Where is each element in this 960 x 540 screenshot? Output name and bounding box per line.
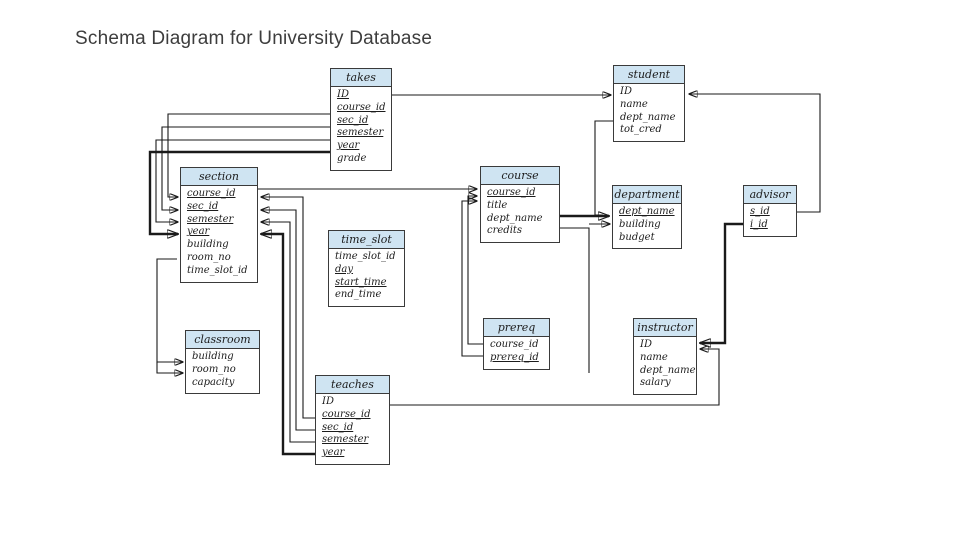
attribute-year: year xyxy=(322,447,345,459)
attribute-room_no: room_no xyxy=(192,363,236,375)
attribute-time_slot_id: time_slot_id xyxy=(187,264,248,276)
rel-instructor-department-stub xyxy=(560,227,590,373)
entity-title: student xyxy=(614,66,684,84)
entity-title: department xyxy=(613,186,681,204)
attribute-grade: grade xyxy=(337,152,367,164)
attribute-room_no: room_no xyxy=(187,251,231,263)
attribute-dept_name: dept_name xyxy=(619,206,675,217)
rel-teaches-secid-section xyxy=(261,210,315,431)
attribute-salary: salary xyxy=(640,377,671,389)
attribute-year: year xyxy=(337,140,360,152)
attribute-semester: semester xyxy=(337,127,384,139)
attribute-semester: semester xyxy=(187,213,234,225)
attribute-semester: semester xyxy=(322,434,369,446)
attribute-sec_id: sec_id xyxy=(337,114,369,126)
attribute-credits: credits xyxy=(487,225,523,237)
entity-title: classroom xyxy=(186,331,259,349)
rel-advisor-iid-instructor xyxy=(700,222,743,343)
attribute-title: title xyxy=(487,199,508,211)
rel-section-classroom-roomno xyxy=(156,362,183,373)
attribute-capacity: capacity xyxy=(192,376,235,388)
attribute-time_slot_id: time_slot_id xyxy=(335,251,396,262)
attribute-sec_id: sec_id xyxy=(322,421,354,433)
attribute-i_id: i_id xyxy=(750,218,768,230)
entity-title: course xyxy=(481,167,559,185)
attribute-building: building xyxy=(192,351,234,362)
attribute-day: day xyxy=(335,263,354,275)
attribute-dept_name: dept_name xyxy=(640,364,696,376)
attribute-dept_name: dept_name xyxy=(620,111,676,123)
entity-title: section xyxy=(181,168,257,186)
attribute-building: building xyxy=(187,239,229,251)
attribute-course_id: course_id xyxy=(490,339,539,350)
rel-student-department xyxy=(594,120,613,216)
attribute-course_id: course_id xyxy=(337,101,386,113)
attribute-name: name xyxy=(640,351,668,363)
attribute-start_time: start_time xyxy=(335,276,387,288)
attribute-sec_id: sec_id xyxy=(187,200,219,212)
attribute-dept_name: dept_name xyxy=(487,212,543,224)
entity-title: teaches xyxy=(316,376,389,394)
attribute-s_id: s_id xyxy=(750,206,770,217)
rel-teaches-year-section xyxy=(261,234,315,456)
attribute-course_id: course_id xyxy=(187,188,236,199)
attribute-course_id: course_id xyxy=(322,408,371,420)
entity-title: instructor xyxy=(634,319,696,337)
attribute-tot_cred: tot_cred xyxy=(620,124,662,136)
attribute-prereq_id: prereq_id xyxy=(490,351,539,363)
entity-title: prereq xyxy=(484,319,549,337)
attribute-budget: budget xyxy=(619,231,655,243)
entity-title: advisor xyxy=(744,186,796,204)
entity-title: time_slot xyxy=(329,231,404,249)
entity-title: takes xyxy=(331,69,391,87)
attribute-name: name xyxy=(620,98,648,110)
attribute-ID: ID xyxy=(322,396,334,407)
attribute-building: building xyxy=(619,218,661,230)
attribute-ID: ID xyxy=(620,86,632,97)
attribute-end_time: end_time xyxy=(335,289,382,301)
attribute-ID: ID xyxy=(640,339,652,350)
page-title: Schema Diagram for University Database xyxy=(75,28,433,49)
rel-teaches-semester-section xyxy=(261,222,315,443)
attribute-course_id: course_id xyxy=(487,187,536,198)
attribute-year: year xyxy=(187,226,210,238)
attribute-ID: ID xyxy=(337,89,349,100)
rel-teaches-courseid-section xyxy=(261,197,315,419)
